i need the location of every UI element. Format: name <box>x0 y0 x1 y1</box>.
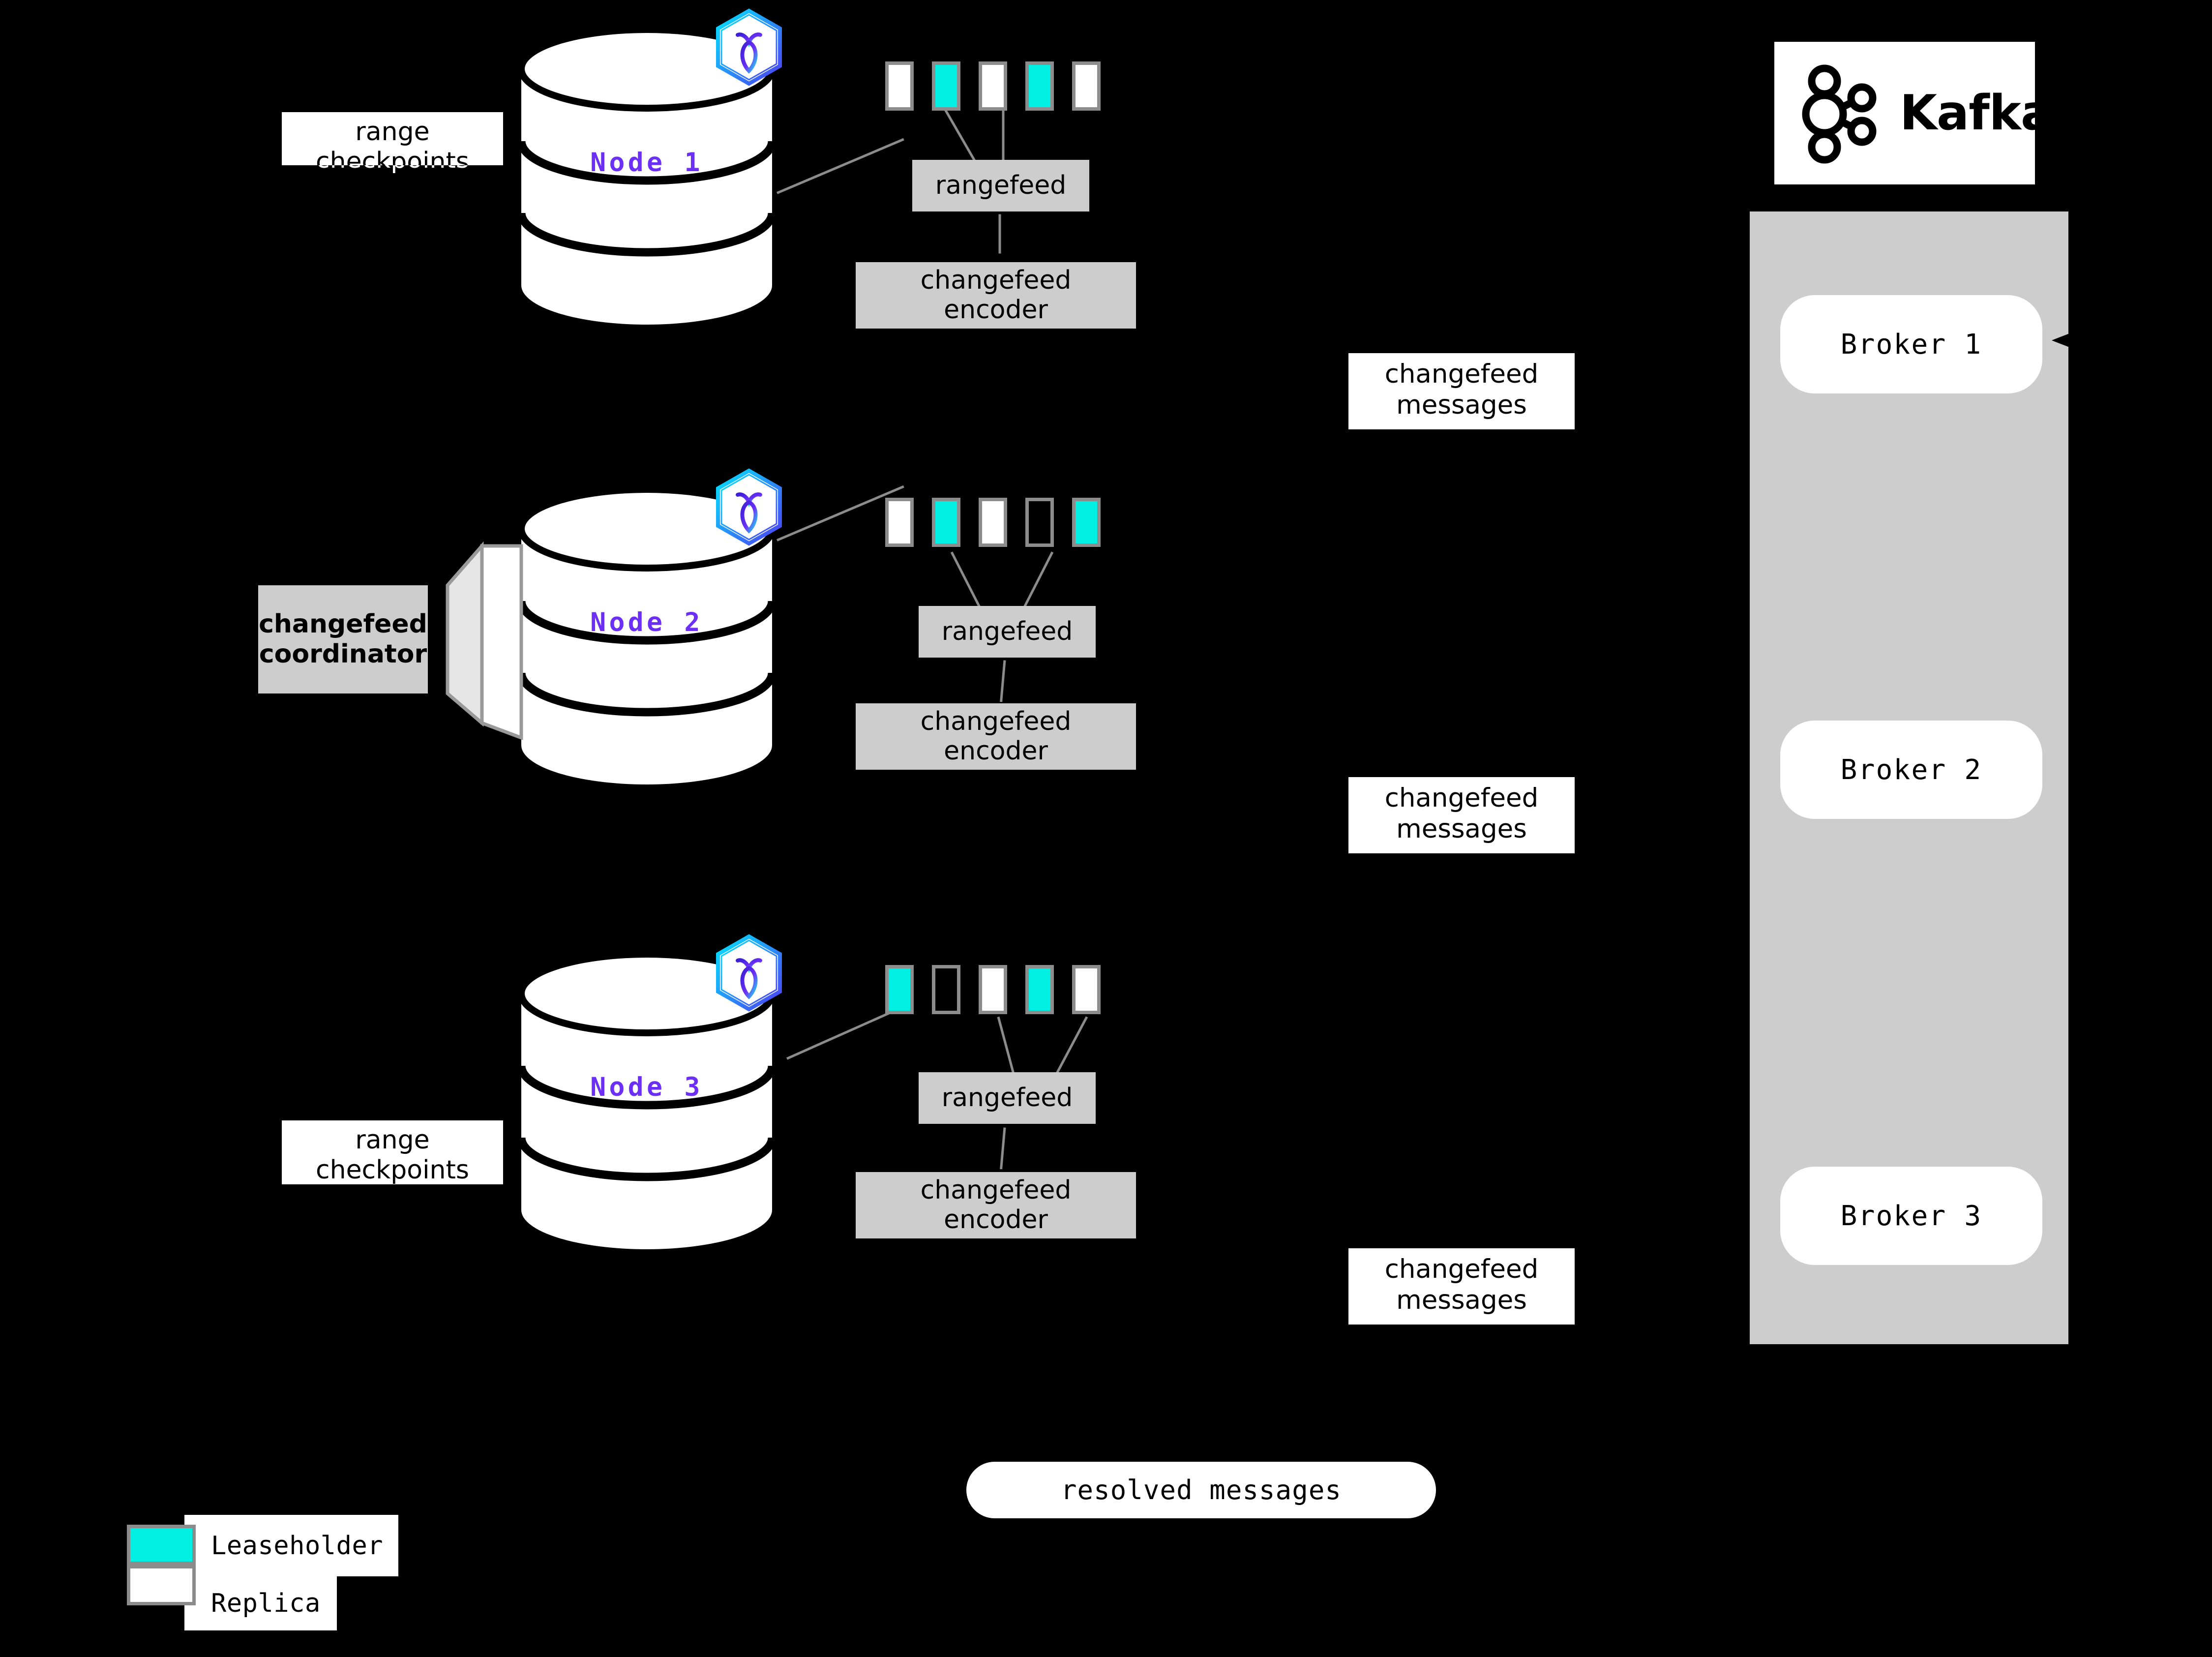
broker-card-3[interactable]: Broker 3 <box>1780 1167 2042 1265</box>
changefeed-messages-line2: messages <box>1396 1285 1527 1315</box>
rangefeed-box-node2[interactable]: rangefeed <box>919 606 1096 658</box>
node-1-label: Node 1 <box>590 148 703 178</box>
range-box[interactable] <box>1025 61 1054 111</box>
coordinator-line2: coordinator <box>259 639 427 669</box>
legend-label-leaseholder: Leaseholder <box>211 1531 384 1561</box>
changefeed-messages-line2: messages <box>1396 813 1527 844</box>
rangefeed-label: rangefeed <box>941 1083 1073 1113</box>
range-box[interactable] <box>1072 498 1101 547</box>
rangefeed-label: rangefeed <box>941 616 1073 646</box>
range-checkpoints-line2: checkpoints <box>316 147 469 165</box>
encoder-label-line2: encoder <box>944 1205 1048 1235</box>
range-checkpoints-label-bottom: range checkpoints <box>282 1120 503 1185</box>
range-box[interactable] <box>885 965 914 1014</box>
changefeed-messages-line1: changefeed <box>1384 359 1539 389</box>
range-box[interactable] <box>932 498 960 547</box>
cockroachdb-logo-icon <box>712 8 786 87</box>
changefeed-messages-label-1: changefeed messages <box>1348 353 1575 429</box>
broker-label: Broker 2 <box>1840 753 1982 786</box>
kafka-wordmark: Kafka <box>1900 85 2053 141</box>
changefeed-encoder-box-node2[interactable]: changefeed encoder <box>856 703 1136 770</box>
range-box[interactable] <box>885 61 914 111</box>
connector-rangefeed-to-encoder-node1 <box>998 214 1001 254</box>
cockroachdb-logo-icon <box>712 468 786 546</box>
range-box[interactable] <box>1072 965 1101 1014</box>
range-checkpoints-line1: range <box>355 117 430 147</box>
resolved-messages-pill[interactable]: resolved messages <box>966 1462 1436 1518</box>
range-box[interactable] <box>885 498 914 547</box>
range-box[interactable] <box>979 61 1007 111</box>
range-checkpoints-line2: checkpoints <box>316 1155 469 1185</box>
legend-swatch-leaseholder <box>127 1525 196 1565</box>
range-checkpoints-label-top: range checkpoints <box>282 112 503 165</box>
node-2-cylinder: Node 2 <box>516 487 777 787</box>
kafka-logo-icon <box>1794 62 1892 168</box>
encoder-label-line1: changefeed <box>920 265 1072 295</box>
broker-label: Broker 1 <box>1840 328 1982 361</box>
encoder-label-line2: encoder <box>944 736 1048 766</box>
changefeed-messages-line1: changefeed <box>1384 783 1539 813</box>
legend-item-replica: Replica <box>184 1576 337 1630</box>
rangefeed-label: rangefeed <box>935 170 1067 200</box>
legend-label-replica: Replica <box>211 1589 321 1618</box>
legend: Leaseholder Replica <box>113 1515 457 1638</box>
rangefeed-box-node3[interactable]: rangefeed <box>919 1072 1096 1124</box>
broker-label: Broker 3 <box>1840 1200 1982 1232</box>
range-box[interactable] <box>1025 498 1054 547</box>
rangefeed-box-node1[interactable]: rangefeed <box>912 160 1089 211</box>
encoder-label-line2: encoder <box>944 295 1048 325</box>
connector-rangefeed-to-encoder-node2 <box>1000 660 1006 702</box>
node-2-label: Node 2 <box>590 607 703 637</box>
changefeed-coordinator-callout: changefeed coordinator <box>246 541 541 753</box>
legend-swatch-replica <box>127 1565 196 1605</box>
range-box[interactable] <box>1072 61 1101 111</box>
node-3-label: Node 3 <box>590 1072 703 1102</box>
kafka-logo-box: Kafka <box>1774 42 2053 184</box>
changefeed-encoder-box-node3[interactable]: changefeed encoder <box>856 1172 1136 1238</box>
encoder-label-line1: changefeed <box>920 706 1072 736</box>
broker-card-1[interactable]: Broker 1 <box>1780 295 2042 393</box>
range-box[interactable] <box>932 61 960 111</box>
connector-rangefeed-to-encoder-node3 <box>1000 1127 1006 1170</box>
changefeed-messages-line2: messages <box>1396 390 1527 420</box>
range-box[interactable] <box>979 965 1007 1014</box>
connector-range-to-rangefeed-node1-b <box>1002 104 1005 161</box>
range-box[interactable] <box>979 498 1007 547</box>
range-box[interactable] <box>1025 965 1054 1014</box>
changefeed-messages-label-2: changefeed messages <box>1348 777 1575 853</box>
changefeed-messages-line1: changefeed <box>1384 1254 1539 1284</box>
inbound-arrow-icon <box>2052 330 2081 351</box>
cockroachdb-logo-icon <box>712 934 786 1012</box>
changefeed-messages-label-3: changefeed messages <box>1348 1248 1575 1325</box>
node-1-cylinder: Node 1 <box>516 27 777 327</box>
changefeed-coordinator-box[interactable]: changefeed coordinator <box>258 585 428 693</box>
coordinator-line1: changefeed <box>259 609 427 639</box>
legend-item-leaseholder: Leaseholder <box>184 1515 398 1576</box>
connector-node1-to-ranges <box>777 138 904 194</box>
encoder-label-line1: changefeed <box>920 1175 1072 1205</box>
range-box[interactable] <box>932 965 960 1014</box>
range-checkpoints-overflow-top: checkpoints <box>282 165 503 182</box>
changefeed-encoder-box-node1[interactable]: changefeed encoder <box>856 262 1136 329</box>
range-checkpoints-line1: range <box>355 1125 430 1155</box>
resolved-messages-label: resolved messages <box>1060 1475 1342 1506</box>
broker-card-2[interactable]: Broker 2 <box>1780 721 2042 819</box>
